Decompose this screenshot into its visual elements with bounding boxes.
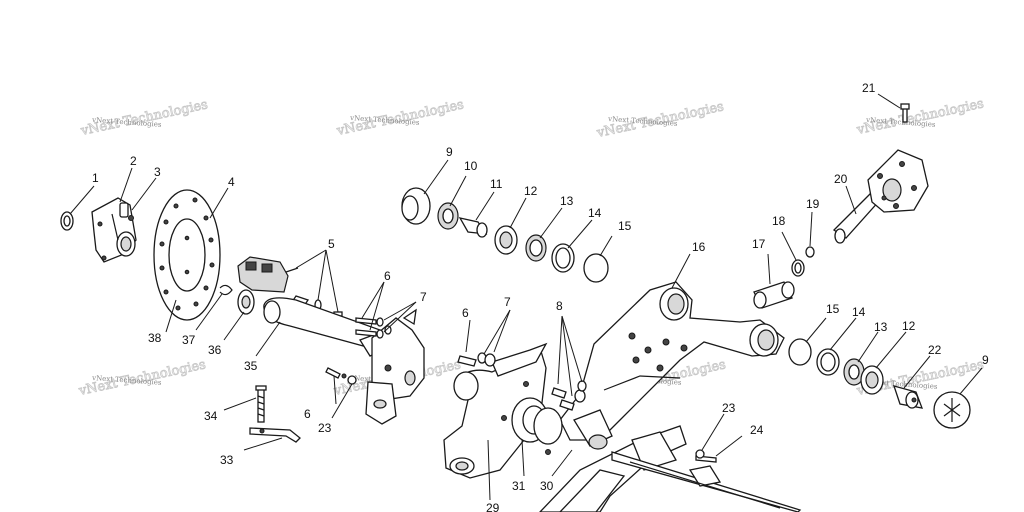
bolts-8 xyxy=(551,380,587,411)
callout-4: 4 xyxy=(228,175,235,189)
callout-24: 24 xyxy=(750,423,764,437)
seal-ring-37 xyxy=(219,284,233,296)
grease-fitting-21 xyxy=(900,103,910,123)
callout-23: 23 xyxy=(722,401,736,415)
knuckle-29 xyxy=(443,342,548,479)
callout-9: 9 xyxy=(982,353,989,367)
callout-33: 33 xyxy=(220,453,234,467)
spacer-14-left xyxy=(551,243,575,273)
seal-9-left xyxy=(401,187,431,225)
callout-8: 8 xyxy=(556,299,563,313)
callout-13: 13 xyxy=(560,194,574,208)
callout-15: 15 xyxy=(826,302,840,316)
sleeve-17 xyxy=(753,281,795,309)
bolts-6-7-center xyxy=(457,352,496,367)
callout-2: 2 xyxy=(130,154,137,168)
brake-disc xyxy=(153,189,221,321)
leader-lines xyxy=(69,93,983,501)
nut-23-lower-left xyxy=(347,375,357,385)
callout-18: 18 xyxy=(772,214,786,228)
callout-14: 14 xyxy=(852,305,866,319)
callout-23: 23 xyxy=(318,421,332,435)
bearing-12-left xyxy=(494,225,518,255)
bearing-12-right xyxy=(860,365,884,395)
bearing-30-31 xyxy=(501,381,563,455)
bearing-36 xyxy=(237,289,255,315)
callout-labels: 1 2 3 4 5 6 7 6 7 8 6 9 10 11 12 13 14 1… xyxy=(92,81,989,512)
axle-shaft xyxy=(611,451,802,512)
wheel-stud xyxy=(119,202,134,221)
callout-11: 11 xyxy=(490,177,503,191)
cap-15-left xyxy=(583,253,609,283)
bolts-6-7-left xyxy=(355,317,392,339)
callout-16: 16 xyxy=(692,240,706,254)
callout-19: 19 xyxy=(806,197,820,211)
cv-joint-20 xyxy=(832,149,929,244)
bushing-22 xyxy=(892,385,924,409)
callout-7: 7 xyxy=(504,295,511,309)
washer-part-1 xyxy=(60,211,74,231)
clip-19 xyxy=(805,246,815,258)
callout-13: 13 xyxy=(874,320,888,334)
callout-10: 10 xyxy=(464,159,478,173)
callout-17: 17 xyxy=(752,237,766,251)
callout-21: 21 xyxy=(862,81,876,95)
callout-15: 15 xyxy=(618,219,632,233)
callout-34: 34 xyxy=(204,409,218,423)
spindle-knuckle xyxy=(365,308,425,425)
wheel-hub xyxy=(91,197,137,263)
cap-15-right xyxy=(788,338,812,366)
callout-37: 37 xyxy=(182,333,196,347)
callout-30: 30 xyxy=(540,479,554,493)
callout-38: 38 xyxy=(148,331,162,345)
callout-36: 36 xyxy=(208,343,222,357)
race-13-left xyxy=(525,234,547,262)
bolt-34 xyxy=(255,385,267,423)
spacer-14-right xyxy=(816,348,840,376)
lower-control-arm xyxy=(539,425,687,512)
seal-9-right xyxy=(933,391,971,429)
callout-31: 31 xyxy=(512,479,526,493)
callout-14: 14 xyxy=(588,206,602,220)
nut-10 xyxy=(437,202,459,230)
callout-9: 9 xyxy=(446,145,453,159)
swing-arm-16 xyxy=(559,281,785,450)
callout-20: 20 xyxy=(834,172,848,186)
callout-12: 12 xyxy=(524,184,538,198)
callout-3: 3 xyxy=(154,165,161,179)
callout-1: 1 xyxy=(92,171,99,185)
bolt-6-lower xyxy=(325,367,347,379)
bracket-33 xyxy=(249,427,301,443)
bushing-11 xyxy=(458,217,488,238)
callout-12: 12 xyxy=(902,319,916,333)
callout-6: 6 xyxy=(462,306,469,320)
callout-29: 29 xyxy=(486,501,500,512)
callout-5: 5 xyxy=(328,237,335,251)
ring-18 xyxy=(791,259,805,277)
callout-7: 7 xyxy=(420,290,427,304)
callout-6: 6 xyxy=(384,269,391,283)
brake-caliper xyxy=(237,256,299,293)
callout-6: 6 xyxy=(304,407,311,421)
callout-22: 22 xyxy=(928,343,942,357)
bolt-24-nut-23 xyxy=(695,449,717,463)
callout-35: 35 xyxy=(244,359,258,373)
